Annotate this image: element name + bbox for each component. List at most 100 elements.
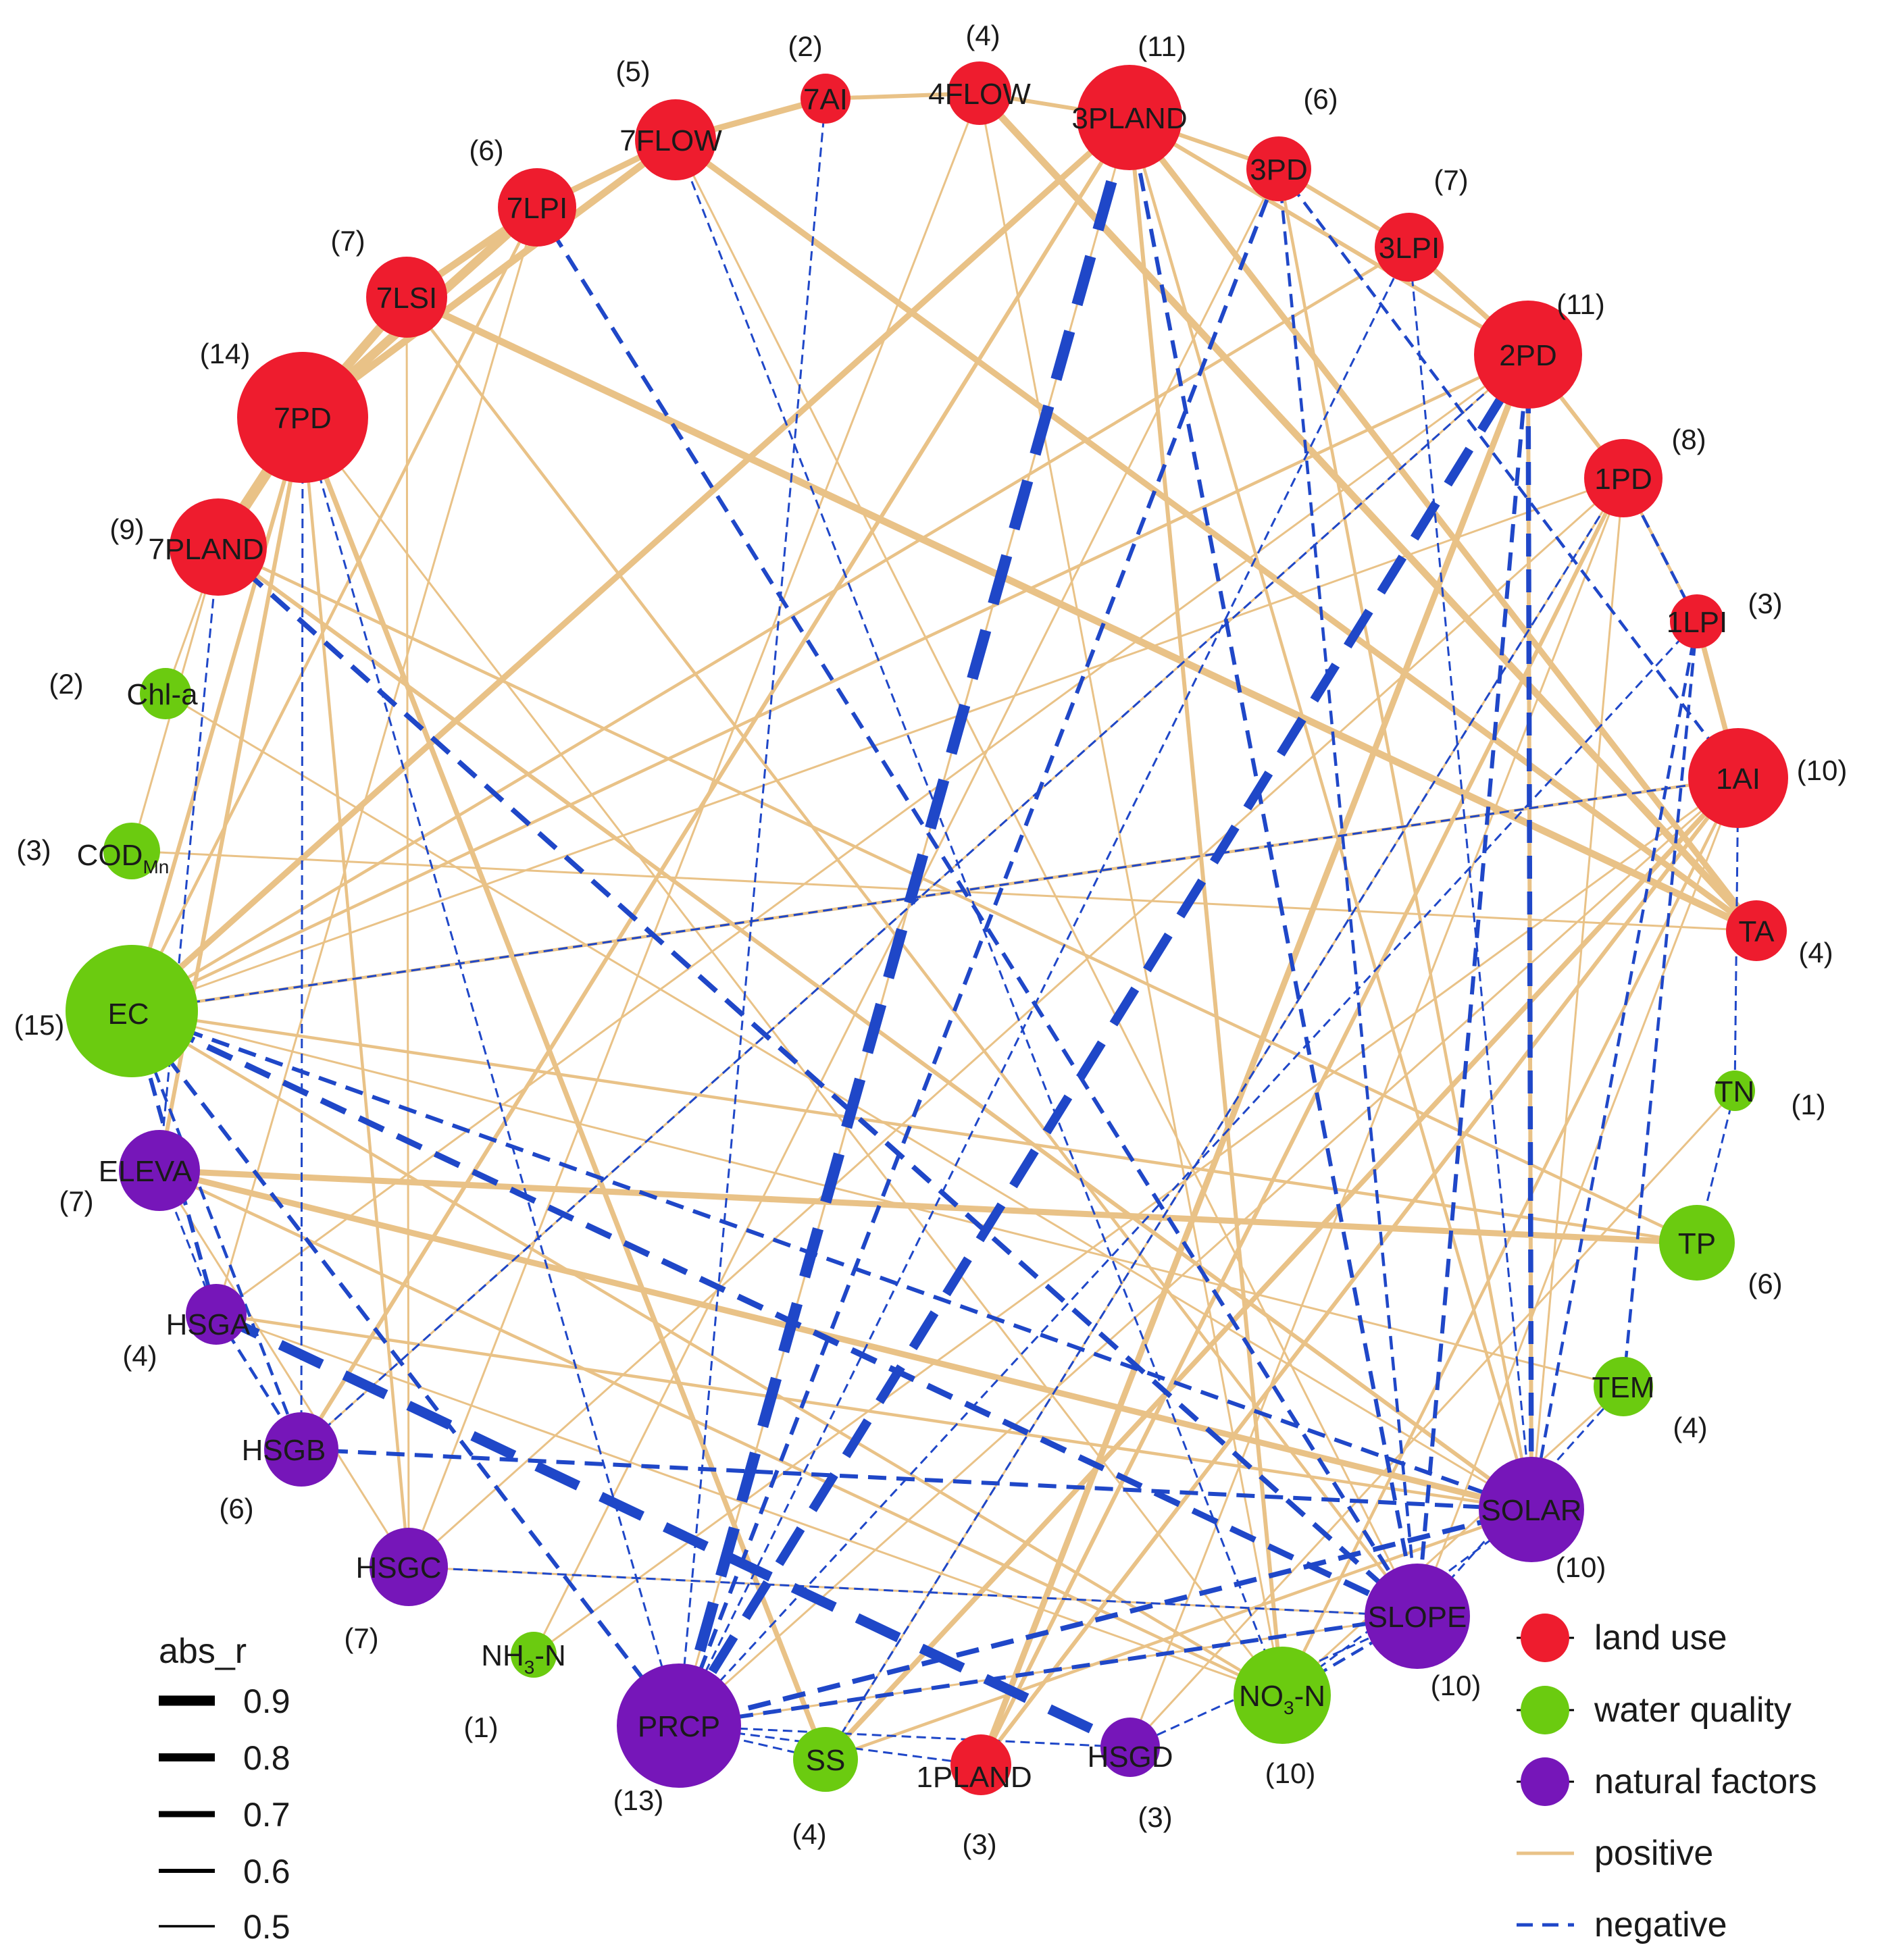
node-degree-1AI: (10): [1797, 754, 1848, 786]
node-1PD: 1PD(8): [1584, 423, 1706, 517]
node-NH3N: NH3-N(1): [463, 1632, 566, 1743]
node-circle-7LPI: [498, 168, 576, 247]
negative-edge-PRCP-HSGD: [678, 1724, 1131, 1749]
node-label-ELEVA: ELEVA: [99, 1155, 193, 1188]
positive-edge-7LSI-HSGC: [405, 296, 410, 1568]
node-circle-HSGC: [370, 1528, 448, 1606]
negative-edge-HSGB-SOLAR: [301, 1447, 1532, 1512]
node-ELEVA: ELEVA(7): [59, 1130, 200, 1217]
node-degree-TEM: (4): [1673, 1412, 1707, 1443]
node-7LPI: 7LPI(6): [469, 134, 576, 247]
node-circle-SS: [793, 1727, 858, 1792]
node-degree-3LPI: (7): [1433, 164, 1468, 196]
node-circle-Chla: [140, 668, 191, 719]
node-label-subscript: 3: [524, 1657, 535, 1678]
node-label-text: 3PLAND: [1071, 102, 1187, 135]
node-label-text: 1PLAND: [916, 1761, 1032, 1794]
node-label-TP: TP: [1678, 1227, 1716, 1260]
node-CODMn: CODMn(3): [16, 823, 169, 879]
node-circle-TA: [1726, 900, 1787, 961]
node-label-text: COD: [77, 839, 143, 872]
positive-edge-TN-HSGD: [1129, 1089, 1736, 1749]
positive-edge-7PLAND-TP: [218, 545, 1698, 1245]
node-1PLAND: 1PLAND(3): [916, 1734, 1032, 1860]
edges-layer: [129, 91, 1759, 1766]
positive-edge-3PLAND-SOLAR: [1127, 117, 1533, 1510]
positive-edge-NO3N-TEM: [1281, 1385, 1625, 1697]
node-label-NO3N: NO3-N: [1239, 1680, 1325, 1718]
node-circle-SLOPE: [1365, 1564, 1470, 1669]
node-3LPI: 3LPI(7): [1375, 164, 1469, 282]
node-label-7FLOW: 7FLOW: [619, 124, 722, 157]
node-degree-EC: (15): [14, 1009, 65, 1041]
node-circle-7PLAND: [170, 498, 267, 596]
legend-width-09-label: 0.9: [243, 1682, 290, 1720]
legend-negative: negative: [1517, 1905, 1727, 1944]
node-7AI: 7AI(2): [788, 30, 851, 124]
node-HSGB: HSGB(6): [219, 1412, 338, 1524]
negative-edge-7LPI-SLOPE: [535, 206, 1419, 1618]
node-label-1LPI: 1LPI: [1667, 606, 1728, 639]
negative-edge-1LPI-TEM: [1621, 621, 1699, 1387]
node-SOLAR: SOLAR(10): [1479, 1457, 1606, 1583]
node-SLOPE: SLOPE(10): [1365, 1564, 1481, 1701]
node-label-SLOPE: SLOPE: [1368, 1601, 1467, 1634]
positive-edge-4FLOW-NO3N: [978, 93, 1284, 1696]
node-2PD: 2PD(11): [1474, 288, 1605, 409]
positive-edge-7PD-7FLOW: [300, 136, 678, 421]
node-label-text: TA: [1739, 915, 1775, 948]
positive-edge-ELEVA-HSGC: [158, 1170, 410, 1568]
node-circle-NH3N: [511, 1632, 557, 1678]
positive-edge-7FLOW-TA: [674, 137, 1758, 933]
positive-edge-2PD-1PLAND: [978, 353, 1531, 1766]
legend-group-natural: natural factors: [1517, 1757, 1817, 1806]
node-circle-3PD: [1246, 136, 1311, 201]
node-label-HSGD: HSGD: [1087, 1740, 1173, 1774]
positive-edge-4FLOW-HSGC: [407, 93, 981, 1568]
legend-width-07-label: 0.7: [243, 1796, 290, 1834]
node-circle-TP: [1659, 1205, 1735, 1281]
negative-edge-1LPI-SOLAR: [1529, 621, 1699, 1510]
node-circle-HSGA: [186, 1284, 247, 1345]
positive-edge-HSGA-NO3N: [215, 1313, 1283, 1697]
node-label-subscript: 3: [1284, 1697, 1294, 1718]
node-label-NH3N: NH3-N: [481, 1639, 566, 1678]
node-HSGD: HSGD(3): [1087, 1718, 1173, 1833]
node-label-text: SOLAR: [1481, 1494, 1581, 1527]
positive-edge-EC-TEM: [131, 1010, 1624, 1388]
node-degree-7FLOW: (5): [615, 55, 650, 87]
negative-edge-3PD-SLOPE: [1277, 168, 1419, 1617]
node-label-text: 7FLOW: [619, 124, 722, 157]
node-circle-3LPI: [1375, 213, 1444, 282]
node-Chla: Chl-a(2): [49, 668, 198, 719]
negative-edge-PRCP-EC: [130, 1010, 681, 1727]
node-label-text: NO: [1239, 1680, 1284, 1713]
node-degree-Chla: (2): [49, 668, 83, 700]
positive-edge-EC-TP: [131, 1009, 1698, 1245]
node-degree-NO3N: (10): [1265, 1757, 1316, 1789]
node-label-1AI: 1AI: [1716, 763, 1760, 796]
node-SS: SS(4): [792, 1727, 858, 1850]
node-label-text: 1PD: [1594, 463, 1652, 496]
positive-edge-EC-2PD: [131, 353, 1529, 1013]
negative-edge-EC-HSGB: [130, 1010, 303, 1450]
node-label-text: EC: [107, 998, 149, 1031]
node-1AI: 1AI (10): [1688, 728, 1847, 828]
negative-edge-ELEVA-HSGA: [158, 1170, 218, 1315]
node-degree-7PLAND: (9): [109, 513, 144, 545]
positive-edge-3PLAND-NO3N: [1127, 117, 1284, 1696]
node-circle-7FLOW: [635, 99, 716, 180]
node-degree-7PD: (14): [200, 338, 251, 369]
node-3PLAND: 3PLAND(11): [1071, 30, 1188, 170]
positive-edge-EC-1PD: [131, 477, 1624, 1012]
positive-edge-7LSI-SLOPE: [405, 296, 1419, 1618]
node-circle-TN: [1715, 1071, 1755, 1111]
node-label-TA: TA: [1739, 915, 1775, 948]
node-TA: TA(4): [1726, 900, 1833, 969]
negative-edge-PRCP-SLOPE: [678, 1614, 1418, 1728]
positive-edge-SLOPE-1AI: [1416, 777, 1740, 1617]
negative-edge-PRCP-3LPI: [678, 247, 1411, 1726]
node-circle-1LPI: [1670, 594, 1724, 648]
node-circle-3PLAND: [1077, 65, 1182, 170]
